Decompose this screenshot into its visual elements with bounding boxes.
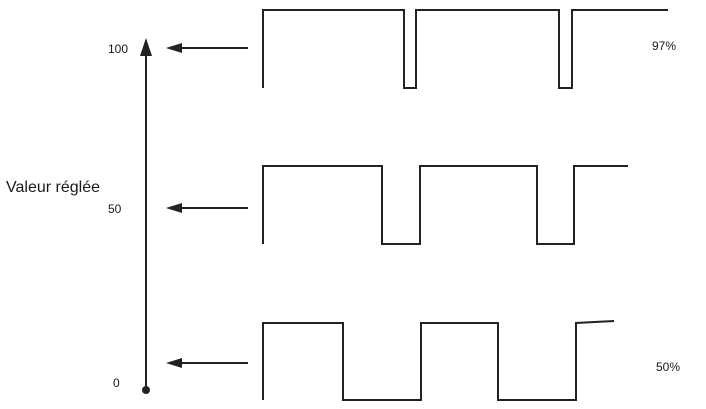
level-arrowhead-100-icon [166, 43, 182, 53]
duty-label-97: 97% [652, 39, 676, 53]
axis-label: Valeur réglée [6, 179, 100, 196]
duty-label-50: 50% [656, 360, 680, 374]
level-arrowhead-0-icon [166, 358, 182, 368]
tick-label-0: 0 [113, 376, 120, 390]
axis-arrowhead-icon [140, 38, 152, 56]
level-arrowhead-50-icon [166, 203, 182, 213]
axis-origin-dot [142, 386, 150, 394]
waveform-duty-50-level [262, 165, 628, 245]
waveform-duty-97 [262, 9, 668, 89]
tick-label-100: 100 [108, 42, 128, 56]
waveform-duty-50 [262, 320, 615, 401]
tick-label-50: 50 [108, 202, 122, 216]
